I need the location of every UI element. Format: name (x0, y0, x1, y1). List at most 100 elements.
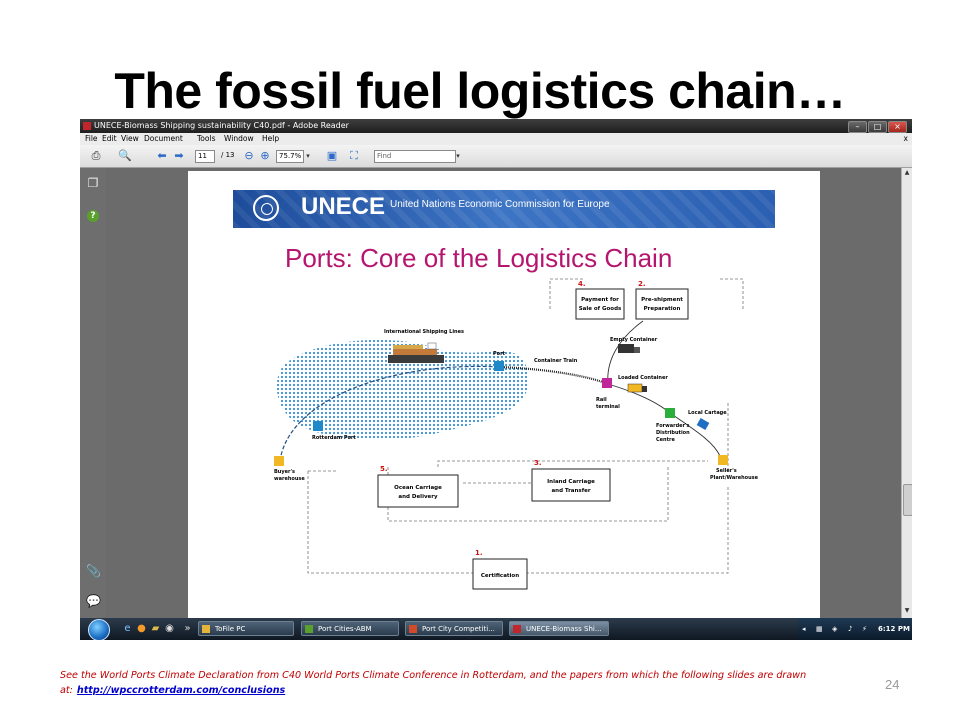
certification-label: Certification (481, 573, 519, 579)
ship-icon (388, 342, 444, 363)
page-total: / 13 (221, 151, 235, 159)
preshipment-label-1: Pre-shipment (641, 297, 683, 303)
page-heading: Ports: Core of the Logistics Chain (285, 243, 673, 273)
find-dropdown-icon[interactable]: ▾ (456, 152, 460, 160)
slide-title: The fossil fuel logistics chain… (114, 63, 846, 119)
loaded-container-truck-icon (627, 383, 647, 393)
page-number: 24 (885, 677, 900, 692)
next-page-icon[interactable]: ➡ (174, 149, 184, 162)
container-train-label: Container Train (534, 358, 578, 364)
payment-label-1: Payment for (581, 297, 619, 303)
scroll-thumb[interactable] (903, 484, 912, 516)
loaded-container-label: Loaded Container (618, 375, 668, 381)
close-icon[interactable]: × (888, 121, 907, 133)
window-titlebar[interactable]: UNECE-Biomass Shipping sustainability C4… (80, 119, 912, 133)
media-icon[interactable]: ◉ (165, 623, 174, 634)
previous-page-icon[interactable]: ⬅ (157, 149, 167, 162)
fit-page-icon[interactable]: ▣ (326, 149, 338, 162)
task-port-cities[interactable]: Port Cities-ABM (301, 621, 399, 636)
forwarder-label-3: Centre (656, 437, 675, 443)
navigation-pane: ❐ ? 📎 💬 (80, 168, 106, 618)
start-button-icon[interactable] (88, 619, 110, 640)
scroll-up-icon[interactable]: ▲ (904, 169, 910, 176)
menu-file[interactable]: File (85, 134, 98, 143)
footnote-text: See the World Ports Climate Declaration … (60, 670, 807, 696)
folder-icon[interactable]: ▰ (151, 623, 160, 634)
firefox-icon[interactable]: ● (137, 623, 146, 634)
full-screen-icon[interactable]: ⛶ (350, 149, 358, 162)
zoom-dropdown-icon[interactable]: ▾ (306, 152, 310, 160)
toolbar: ⎙ 🔍 ⬅ ➡ 11 / 13 ⊖ ⊕ 75.7% ▾ ▣ ⛶ Find ▾ (80, 145, 912, 168)
menubar: File Edit View Document Tools Window Hel… (80, 133, 912, 145)
local-cartage-label: Local Cartage (688, 410, 727, 416)
seller-label-2: Plant/Warehouse (710, 475, 759, 481)
step3-number: 3. (534, 459, 542, 467)
help-icon[interactable]: ? (87, 210, 99, 222)
vertical-scrollbar[interactable]: ▲ ▼ (901, 168, 912, 618)
step2-number: 2. (638, 280, 646, 288)
intl-shipping-label: International Shipping Lines (384, 329, 464, 335)
zoom-input[interactable]: 75.7% (276, 150, 304, 163)
empty-container-label: Empty Container (610, 337, 658, 343)
rail-terminal-label-2: terminal (596, 404, 620, 410)
ocean-carriage-box (377, 474, 459, 508)
conclusions-link[interactable]: http://wpccrotterdam.com/conclusions (76, 685, 286, 696)
adobe-reader-screenshot: UNECE-Biomass Shipping sustainability C4… (80, 119, 912, 640)
scroll-down-icon[interactable]: ▼ (904, 607, 910, 614)
page-number-input[interactable]: 11 (195, 150, 215, 163)
rail-terminal-label-1: Rail (596, 397, 607, 403)
buyer-label-2: warehouse (274, 476, 305, 482)
port-label: Port (493, 351, 506, 357)
power-icon[interactable]: ⚡ (862, 625, 867, 633)
preshipment-box (635, 288, 689, 320)
step4-number: 4. (578, 280, 586, 288)
minimize-icon[interactable]: – (848, 121, 867, 133)
certification-box (472, 558, 528, 590)
shipping-route (279, 365, 501, 462)
empty-container-truck-icon (618, 344, 640, 353)
tray-arrow-icon[interactable]: ◂ (802, 625, 806, 633)
buyer-warehouse-node-icon (274, 456, 284, 466)
network-icon[interactable]: ▦ (816, 625, 823, 633)
attachment-icon[interactable]: 📎 (86, 564, 101, 578)
zoom-out-icon[interactable]: ⊖ (244, 149, 254, 162)
menu-window[interactable]: Window (224, 134, 254, 143)
menu-document[interactable]: Document (144, 134, 183, 143)
print-icon[interactable]: ⎙ (91, 149, 101, 162)
pages-icon[interactable]: ❐ (87, 176, 99, 190)
ocean-carriage-label-1: Ocean Carriage (394, 485, 442, 491)
menu-help[interactable]: Help (262, 134, 280, 143)
task-port-city-competiti[interactable]: Port City Competiti... (405, 621, 503, 636)
preshipment-label-2: Preparation (644, 306, 681, 312)
window-title: UNECE-Biomass Shipping sustainability C4… (94, 121, 349, 130)
find-input[interactable]: Find (374, 150, 456, 163)
clock[interactable]: 6:12 PM (878, 625, 910, 633)
logistics-chain-diagram: 4. 2. 5. 3. 1. Payment for Sale of Goods… (274, 278, 759, 590)
maximize-icon[interactable]: □ (868, 121, 887, 133)
payment-box (575, 288, 625, 320)
document-close-icon[interactable]: x (903, 134, 908, 143)
rotterdam-port-label: Rotterdam Port (312, 435, 356, 441)
task-tofile[interactable]: ToFile PC (198, 621, 294, 636)
task-unece-biomass[interactable]: UNECE-Biomass Shi... (509, 621, 609, 636)
ie-icon[interactable]: e (124, 623, 131, 634)
outer-dashed-path (307, 471, 729, 574)
ocean-carriage-label-2: and Delivery (398, 494, 438, 500)
search-icon[interactable]: 🔍 (118, 149, 132, 162)
sea-area (276, 339, 529, 440)
seller-node-icon (718, 455, 728, 465)
security-icon[interactable]: ◈ (832, 625, 838, 633)
comments-icon[interactable]: 💬 (86, 594, 101, 608)
quicklaunch-overflow-icon[interactable]: » (184, 623, 191, 634)
forwarder-label-1: Forwarder's (656, 423, 690, 429)
volume-icon[interactable]: ♪ (848, 625, 853, 633)
menu-tools[interactable]: Tools (197, 134, 216, 143)
banner-subtitle: United Nations Economic Commission for E… (390, 199, 610, 210)
menu-view[interactable]: View (121, 134, 139, 143)
inland-carriage-label-1: Inland Carriage (547, 479, 595, 485)
seller-label-1: Seller's (716, 468, 737, 474)
menu-edit[interactable]: Edit (102, 134, 117, 143)
container-train-rail (499, 365, 609, 386)
zoom-in-icon[interactable]: ⊕ (260, 149, 270, 162)
rail-terminal-node-icon (602, 378, 612, 388)
